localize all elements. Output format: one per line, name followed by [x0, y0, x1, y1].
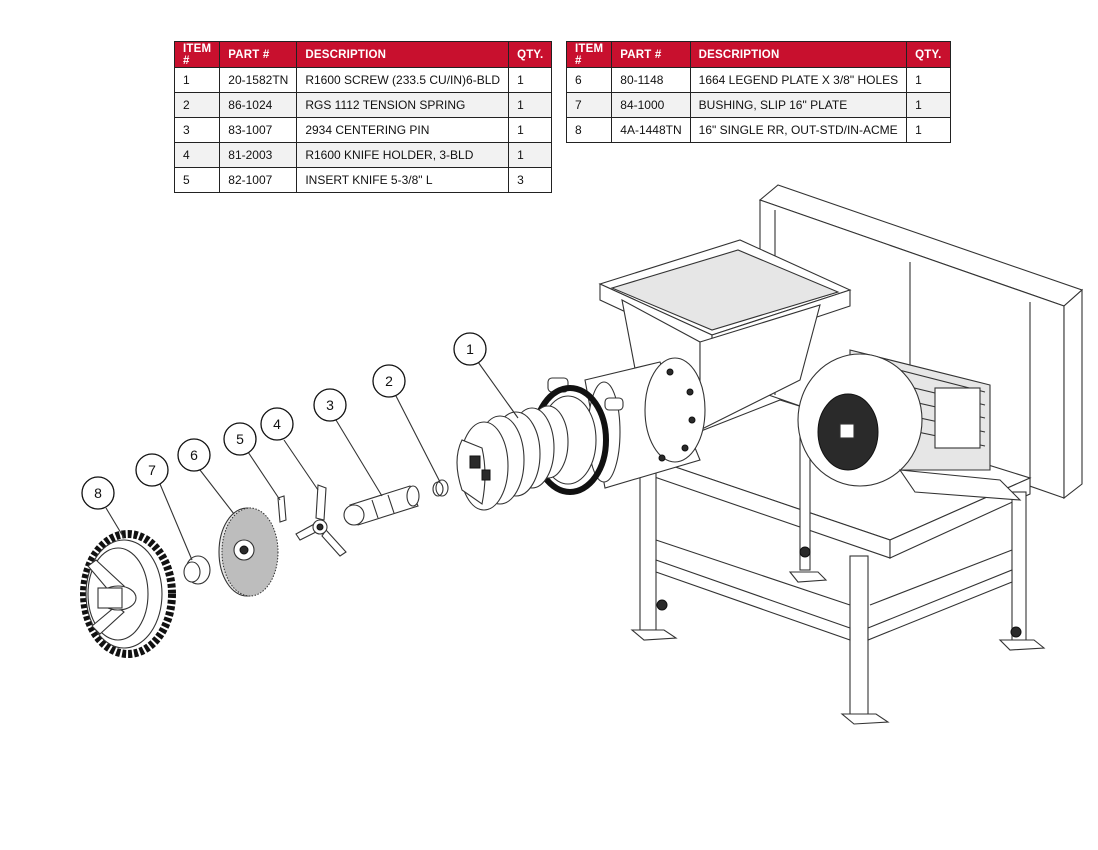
cell-item: 5: [173, 167, 221, 193]
header-qty: QTY.: [906, 41, 951, 68]
part-retaining-ring: [80, 530, 176, 658]
cell-description: 16" SINGLE RR, OUT-STD/IN-ACME: [689, 117, 908, 143]
cell-qty: 1: [508, 92, 553, 118]
table-row: 5 82-1007 INSERT KNIFE 5-3/8" L 3: [173, 167, 553, 193]
part-screw: [456, 405, 569, 511]
part-knife-holder: [295, 484, 347, 557]
cell-qty: 1: [906, 117, 951, 143]
cell-description: INSERT KNIFE 5-3/8" L: [296, 167, 510, 193]
balloon-7: 7: [135, 453, 169, 487]
machine-frame: [630, 399, 1046, 725]
balloon-label: 3: [326, 397, 334, 413]
cell-qty: 1: [906, 92, 951, 118]
header-qty: QTY.: [508, 41, 553, 68]
balloon-label: 2: [385, 373, 393, 389]
cell-item: 8: [565, 117, 613, 143]
header-item: ITEM #: [173, 41, 221, 68]
balloon-1: 1: [453, 332, 487, 366]
cell-part: 20-1582TN: [219, 67, 298, 93]
cell-item: 2: [173, 92, 221, 118]
table-row: 4 81-2003 R1600 KNIFE HOLDER, 3-BLD 1: [173, 142, 553, 168]
balloon-label: 7: [148, 462, 156, 478]
part-legend-plate: [218, 507, 279, 597]
parts-table-left: ITEM # PART # DESCRIPTION QTY. 1 20-1582…: [173, 41, 553, 193]
cell-item: 1: [173, 67, 221, 93]
balloon-2: 2: [372, 364, 406, 398]
cell-part: 4A-1448TN: [611, 117, 691, 143]
table-row: 8 4A-1448TN 16" SINGLE RR, OUT-STD/IN-AC…: [565, 117, 951, 143]
grinder-machine: [531, 184, 1084, 725]
table-header-row: ITEM # PART # DESCRIPTION QTY.: [173, 41, 553, 68]
balloon-label: 5: [236, 431, 244, 447]
cell-part: 83-1007: [219, 117, 298, 143]
parts-table-right: ITEM # PART # DESCRIPTION QTY. 6 80-1148…: [565, 41, 951, 143]
table-row: 1 20-1582TN R1600 SCREW (233.5 CU/IN)6-B…: [173, 67, 553, 93]
balloon-4: 4: [260, 407, 294, 441]
cell-item: 4: [173, 142, 221, 168]
balloon-label: 8: [94, 485, 102, 501]
cell-part: 80-1148: [611, 67, 691, 93]
electric-motor: [797, 349, 1022, 501]
table-row: 2 86-1024 RGS 1112 TENSION SPRING 1: [173, 92, 553, 118]
leader-lines: [105, 361, 519, 561]
part-insert-knife: [277, 495, 287, 523]
header-part: PART #: [219, 41, 298, 68]
cell-description: BUSHING, SLIP 16" PLATE: [689, 92, 908, 118]
part-tension-spring: [432, 479, 449, 497]
cell-description: R1600 KNIFE HOLDER, 3-BLD: [296, 142, 510, 168]
cell-part: 84-1000: [611, 92, 691, 118]
balloon-6: 6: [177, 438, 211, 472]
cell-item: 6: [565, 67, 613, 93]
header-description: DESCRIPTION: [296, 41, 510, 68]
balloon-label: 4: [273, 416, 281, 432]
cell-qty: 3: [508, 167, 553, 193]
feed-hopper: [598, 239, 852, 431]
balloon-3: 3: [313, 388, 347, 422]
cell-part: 86-1024: [219, 92, 298, 118]
cell-description: 2934 CENTERING PIN: [296, 117, 510, 143]
cell-part: 81-2003: [219, 142, 298, 168]
balloon-5: 5: [223, 422, 257, 456]
table-header-row: ITEM # PART # DESCRIPTION QTY.: [565, 41, 951, 68]
table-row: 7 84-1000 BUSHING, SLIP 16" PLATE 1: [565, 92, 951, 118]
table-row: 3 83-1007 2934 CENTERING PIN 1: [173, 117, 553, 143]
cell-description: RGS 1112 TENSION SPRING: [296, 92, 510, 118]
part-bushing: [183, 555, 211, 585]
balloon-label: 6: [190, 447, 198, 463]
balloon-8: 8: [81, 476, 115, 510]
cell-part: 82-1007: [219, 167, 298, 193]
cell-description: R1600 SCREW (233.5 CU/IN)6-BLD: [296, 67, 510, 93]
part-centering-pin: [343, 485, 420, 526]
header-description: DESCRIPTION: [689, 41, 908, 68]
balloon-label: 1: [466, 341, 474, 357]
